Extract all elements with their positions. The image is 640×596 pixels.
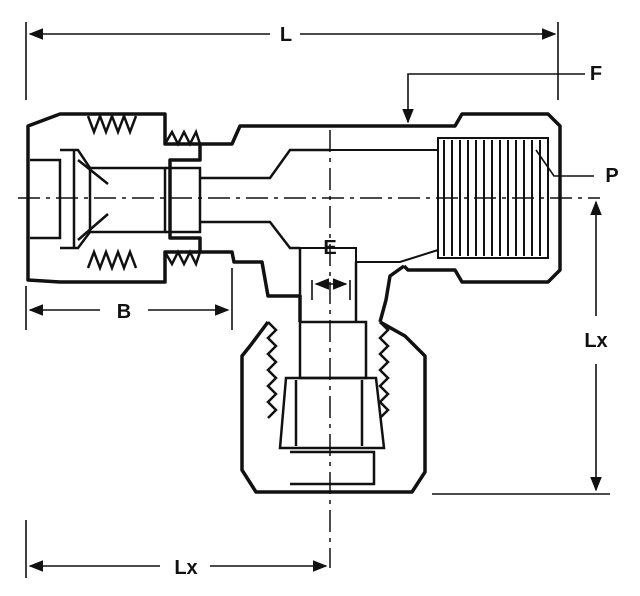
dimension-lines [25, 22, 610, 578]
dimension-label-l: L [280, 24, 292, 46]
dimension-label-lx-right: Lx [584, 330, 607, 352]
dimension-label-b: B [117, 301, 131, 323]
branch-bore [266, 248, 390, 486]
left-thread [86, 112, 202, 272]
left-bore [30, 148, 330, 250]
dimension-label-lx-bottom: Lx [174, 557, 197, 579]
center-lines [18, 130, 600, 568]
body-outline [26, 112, 562, 494]
dimension-label-e: E [323, 237, 336, 259]
dimension-label-f: F [590, 63, 602, 85]
dimension-label-p: P [605, 165, 618, 187]
right-thread [300, 137, 549, 263]
